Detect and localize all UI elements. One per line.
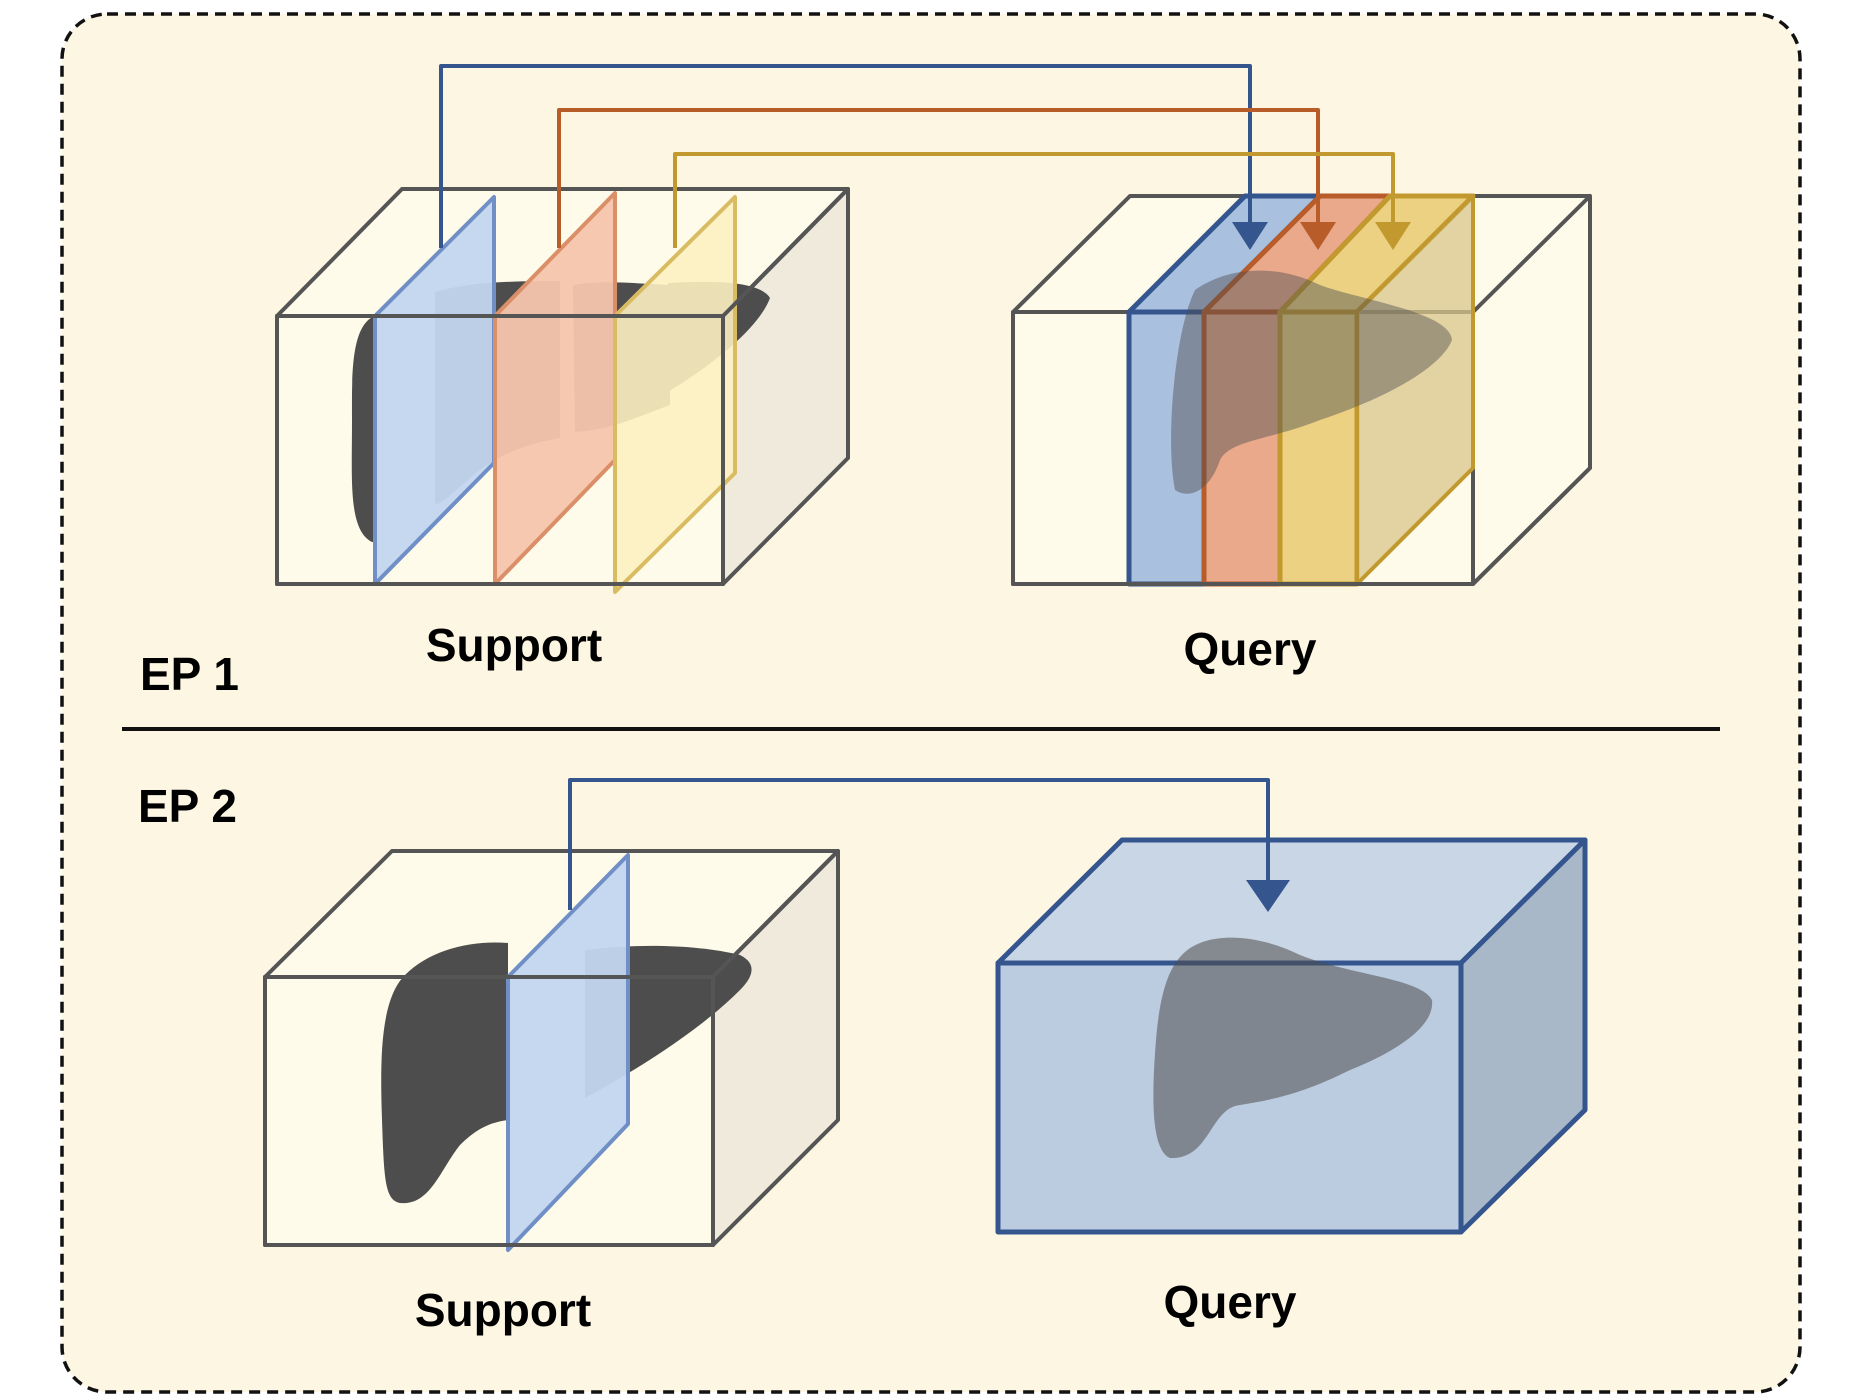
ep1-support-slice-yellow bbox=[613, 195, 737, 594]
ep2-support-label: Support bbox=[415, 1284, 591, 1336]
ep2-support-volume bbox=[263, 849, 840, 1252]
ep2-query-volume bbox=[995, 837, 1588, 1235]
ep2-support-slice-blue bbox=[506, 853, 630, 1252]
ep1-support-box-edges bbox=[275, 187, 850, 586]
ep1-arrow-yellow bbox=[673, 152, 1395, 248]
ep2-arrow-blue-head bbox=[1246, 880, 1290, 912]
ep2-support-box-edges bbox=[263, 849, 840, 1247]
ep2-arrows bbox=[568, 778, 1290, 912]
ep1-query-volume bbox=[1011, 193, 1592, 587]
ep1-support-organ-left bbox=[351, 316, 375, 542]
ep1-arrow-orange-head bbox=[1300, 222, 1336, 250]
ep2-support-organ-left bbox=[381, 942, 508, 1204]
ep1-query-outline bbox=[1011, 196, 1592, 586]
ep2-label: EP 2 bbox=[138, 780, 237, 832]
ep2-arrow-blue bbox=[568, 778, 1270, 910]
ep1-arrow-yellow-head bbox=[1375, 222, 1411, 250]
ep1-label: EP 1 bbox=[140, 648, 239, 700]
ep1-arrow-blue-head bbox=[1232, 222, 1268, 250]
ep1-support-volume bbox=[275, 187, 850, 594]
ep2-query-organ bbox=[1153, 937, 1433, 1159]
ep1-arrows bbox=[439, 64, 1411, 250]
ep1-support-label: Support bbox=[426, 619, 602, 671]
ep1-arrow-orange bbox=[557, 108, 1320, 248]
ep1-query-organ bbox=[1171, 270, 1452, 494]
ep1-query-label: Query bbox=[1184, 623, 1317, 675]
ep2-query-label: Query bbox=[1164, 1276, 1297, 1328]
ep1-query-block-yellow-side bbox=[1355, 194, 1475, 586]
ep1-arrow-blue bbox=[439, 64, 1252, 248]
